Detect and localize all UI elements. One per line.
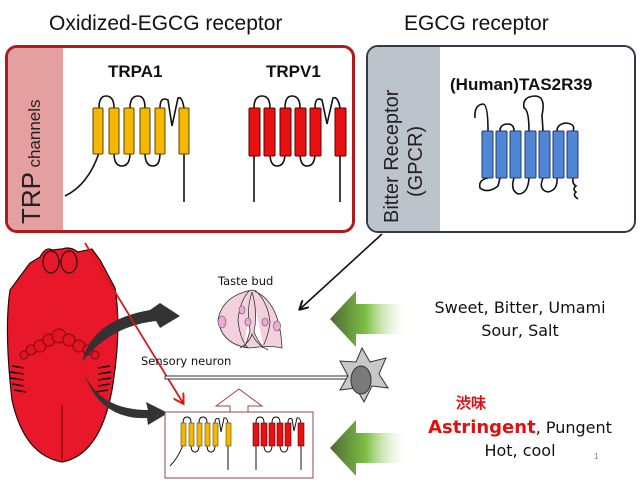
green-arrow-astringent <box>330 420 410 476</box>
page-number: 1 <box>594 452 599 461</box>
gpcr-to-taste-bud-arrow <box>300 233 383 309</box>
neuron-trp-channels-box <box>164 411 314 479</box>
curved-arrow-to-taste-bud <box>82 303 180 362</box>
hollow-up-arrow <box>214 388 264 413</box>
tas2r39-label: (Human)TAS2R39 <box>450 75 593 94</box>
gpcr-side-panel: Bitter Receptor (GPCR) <box>368 47 440 231</box>
small-trpv1-icon <box>252 416 305 470</box>
astringent-label: Astringent <box>428 417 536 438</box>
trp-side-panel: TRP channels <box>8 48 63 230</box>
trpv1-label: TRPV1 <box>266 62 321 81</box>
sensory-neuron-axon <box>164 375 349 380</box>
basic-tastes-text: Sweet, Bitter, Umami Sour, Salt <box>425 296 615 342</box>
japanese-astringent-label: 渋味 <box>456 394 487 412</box>
hot-cool: Hot, cool <box>484 441 556 460</box>
trp-tastes-text: Astringent, Pungent Hot, cool <box>410 416 630 462</box>
green-arrow-taste <box>330 291 410 347</box>
taste-bud-icon <box>217 289 283 351</box>
sour-salt: Sour, Salt <box>481 321 559 340</box>
trpa1-label: TRPA1 <box>108 62 163 81</box>
neuron-cell-body-icon <box>339 346 389 404</box>
tas2r39-gpcr-icon <box>474 95 579 200</box>
trp-channels-box: TRP channels TRPA1 TRPV1 <box>5 45 355 233</box>
pungent-label: , Pungent <box>535 418 612 437</box>
small-trpa1-icon <box>169 416 232 470</box>
egcg-receptor-heading: EGCG receptor <box>404 12 549 35</box>
curved-arrow-to-sensory-neuron <box>84 373 168 425</box>
trpv1-channel-icon <box>248 95 347 202</box>
tongue-icon <box>6 247 119 463</box>
sensory-neuron-label: Sensory neuron <box>141 354 232 368</box>
taste-bud-label: Taste bud <box>218 274 274 288</box>
sweet-bitter-umami: Sweet, Bitter, Umami <box>434 298 606 317</box>
oxidized-egcg-receptor-heading: Oxidized-EGCG receptor <box>49 12 283 35</box>
trpa1-channel-icon <box>64 95 190 202</box>
